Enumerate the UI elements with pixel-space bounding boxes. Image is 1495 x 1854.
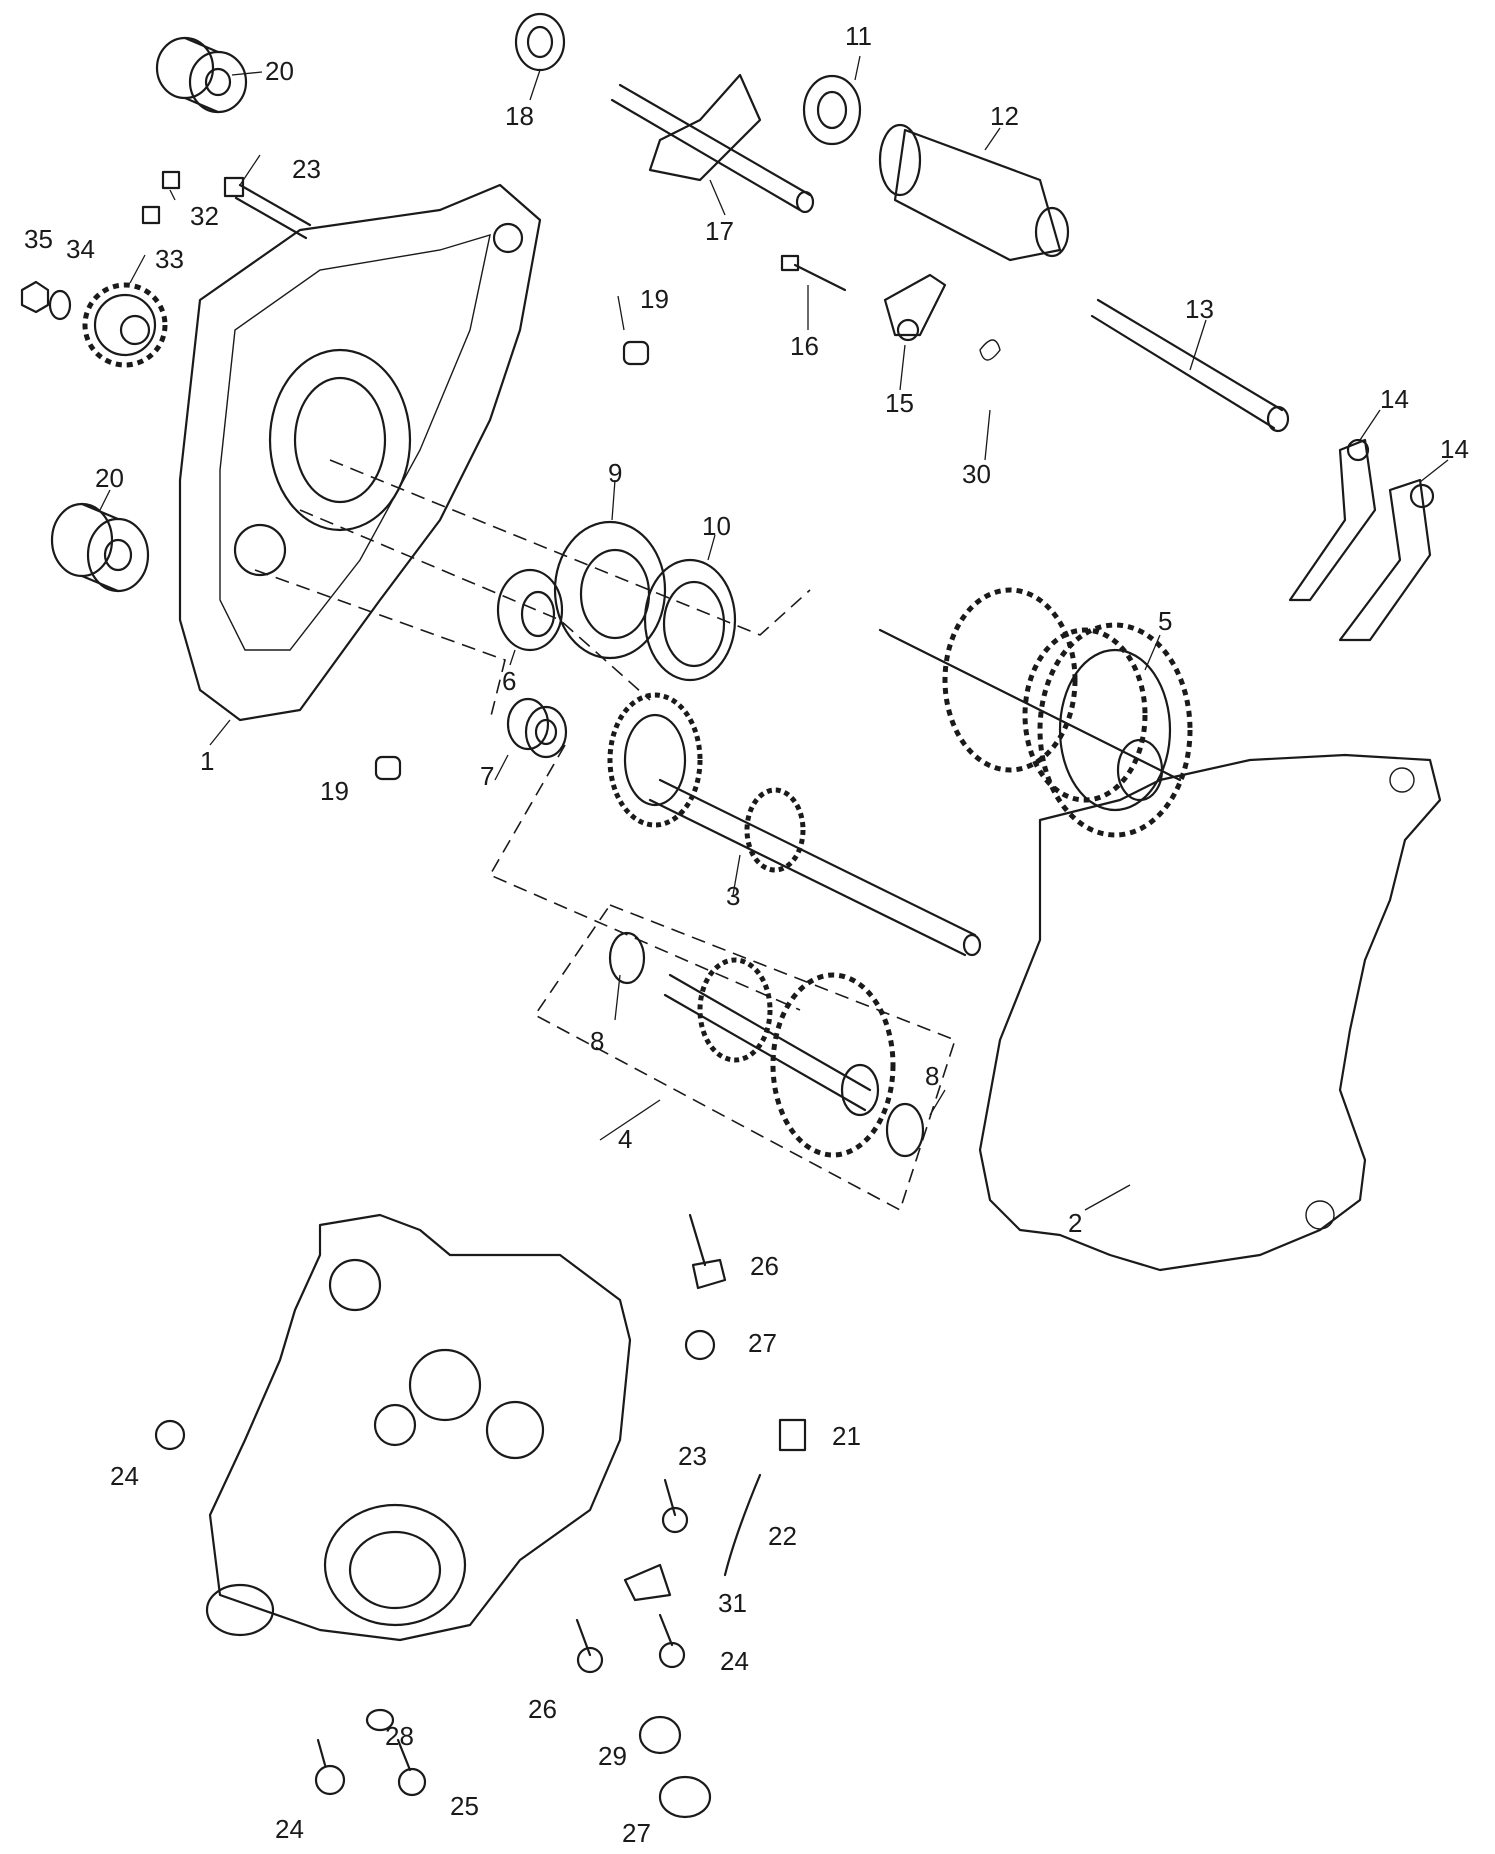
o-ring-29 bbox=[638, 1715, 682, 1755]
label-16: 16 bbox=[790, 331, 819, 361]
label-17: 17 bbox=[705, 216, 734, 246]
label-20-bottom: 20 bbox=[95, 463, 124, 493]
shift-fork-14-a bbox=[1288, 438, 1377, 602]
label-15: 15 bbox=[885, 388, 914, 418]
label-1: 1 bbox=[200, 746, 214, 776]
starter-motor-12 bbox=[878, 123, 1070, 262]
label-20-top: 20 bbox=[265, 56, 294, 86]
leader-lines bbox=[99, 55, 1449, 1211]
spring-30 bbox=[979, 339, 1001, 361]
label-13: 13 bbox=[1185, 294, 1214, 324]
label-11: 11 bbox=[845, 21, 872, 51]
bolt-24-right bbox=[658, 1613, 686, 1669]
assembly-box-4 bbox=[533, 904, 956, 1212]
sprocket-33 bbox=[82, 282, 168, 368]
label-22: 22 bbox=[768, 1521, 797, 1551]
label-27-bottom: 27 bbox=[622, 1818, 651, 1848]
plug-27-bottom bbox=[658, 1775, 712, 1819]
label-23-top: 23 bbox=[292, 154, 321, 184]
bolt-23-top bbox=[223, 176, 312, 240]
seal-10 bbox=[643, 558, 737, 682]
label-25: 25 bbox=[450, 1791, 479, 1821]
label-34: 34 bbox=[66, 234, 95, 264]
label-14-b: 14 bbox=[1440, 434, 1469, 464]
dowel-19-bottom bbox=[374, 755, 402, 781]
bolt-24-bottom bbox=[314, 1738, 346, 1796]
label-9: 9 bbox=[608, 458, 622, 488]
label-30: 30 bbox=[962, 459, 991, 489]
shift-shaft-17 bbox=[610, 73, 815, 214]
label-27-top: 27 bbox=[748, 1328, 777, 1358]
label-28: 28 bbox=[385, 1721, 414, 1751]
hose-22 bbox=[723, 1473, 762, 1577]
bolt-25 bbox=[396, 1738, 427, 1797]
crankcase-lower bbox=[205, 1213, 632, 1642]
crankcase-cover-1 bbox=[178, 183, 542, 722]
label-7: 7 bbox=[480, 761, 494, 791]
label-33: 33 bbox=[155, 244, 184, 274]
dowel-19-top bbox=[622, 340, 650, 366]
bolt-26-top bbox=[688, 1213, 727, 1290]
shift-fork-14-b bbox=[1338, 478, 1435, 642]
label-23-lower: 23 bbox=[678, 1441, 707, 1471]
collar-32-a bbox=[161, 170, 181, 190]
bearing-9 bbox=[553, 520, 667, 660]
bushing-20-top bbox=[155, 36, 248, 114]
label-32: 32 bbox=[190, 201, 219, 231]
shaft-4 bbox=[608, 931, 925, 1158]
bracket-15 bbox=[883, 273, 947, 342]
oil-seal-11 bbox=[802, 74, 862, 146]
switch-21 bbox=[778, 1418, 807, 1452]
label-24-right: 24 bbox=[720, 1646, 749, 1676]
label-2: 2 bbox=[1068, 1208, 1082, 1238]
label-5: 5 bbox=[1158, 606, 1172, 636]
label-26-lower: 26 bbox=[528, 1694, 557, 1724]
bolt-16 bbox=[780, 254, 847, 292]
bearing-6 bbox=[496, 568, 564, 652]
label-4: 4 bbox=[618, 1124, 632, 1154]
collar-7 bbox=[506, 697, 568, 759]
label-24-left: 24 bbox=[110, 1461, 139, 1491]
label-29: 29 bbox=[598, 1741, 627, 1771]
bolt-27-top bbox=[684, 1329, 716, 1361]
label-26-top: 26 bbox=[750, 1251, 779, 1281]
assembly-lines bbox=[254, 459, 811, 1011]
collar-32-b bbox=[141, 205, 161, 225]
gasket-2 bbox=[978, 753, 1442, 1272]
label-14-a: 14 bbox=[1380, 384, 1409, 414]
label-24-bottom: 24 bbox=[275, 1814, 304, 1844]
washer-34 bbox=[48, 289, 72, 321]
rod-13 bbox=[1090, 298, 1290, 433]
bolt-26-lower bbox=[575, 1618, 604, 1674]
label-19-bottom: 19 bbox=[320, 776, 349, 806]
label-6: 6 bbox=[502, 666, 516, 696]
main-shaft-3 bbox=[607, 692, 982, 957]
label-35: 35 bbox=[24, 224, 53, 254]
clamp-31 bbox=[623, 1563, 672, 1602]
bolt-23-lower bbox=[661, 1478, 689, 1534]
bolt-24-left bbox=[154, 1419, 186, 1451]
nut-35 bbox=[20, 280, 50, 314]
label-21: 21 bbox=[832, 1421, 861, 1451]
label-10: 10 bbox=[702, 511, 731, 541]
label-31: 31 bbox=[718, 1588, 747, 1618]
label-3: 3 bbox=[726, 881, 740, 911]
bushing-20-bottom bbox=[50, 502, 150, 593]
oil-seal-18 bbox=[514, 12, 566, 72]
label-18: 18 bbox=[505, 101, 534, 131]
washer-28 bbox=[365, 1708, 395, 1732]
label-8-right: 8 bbox=[925, 1061, 939, 1091]
label-12: 12 bbox=[990, 101, 1019, 131]
label-8-left: 8 bbox=[590, 1026, 604, 1056]
label-19-top: 19 bbox=[640, 284, 669, 314]
countershaft-5 bbox=[878, 587, 1193, 838]
